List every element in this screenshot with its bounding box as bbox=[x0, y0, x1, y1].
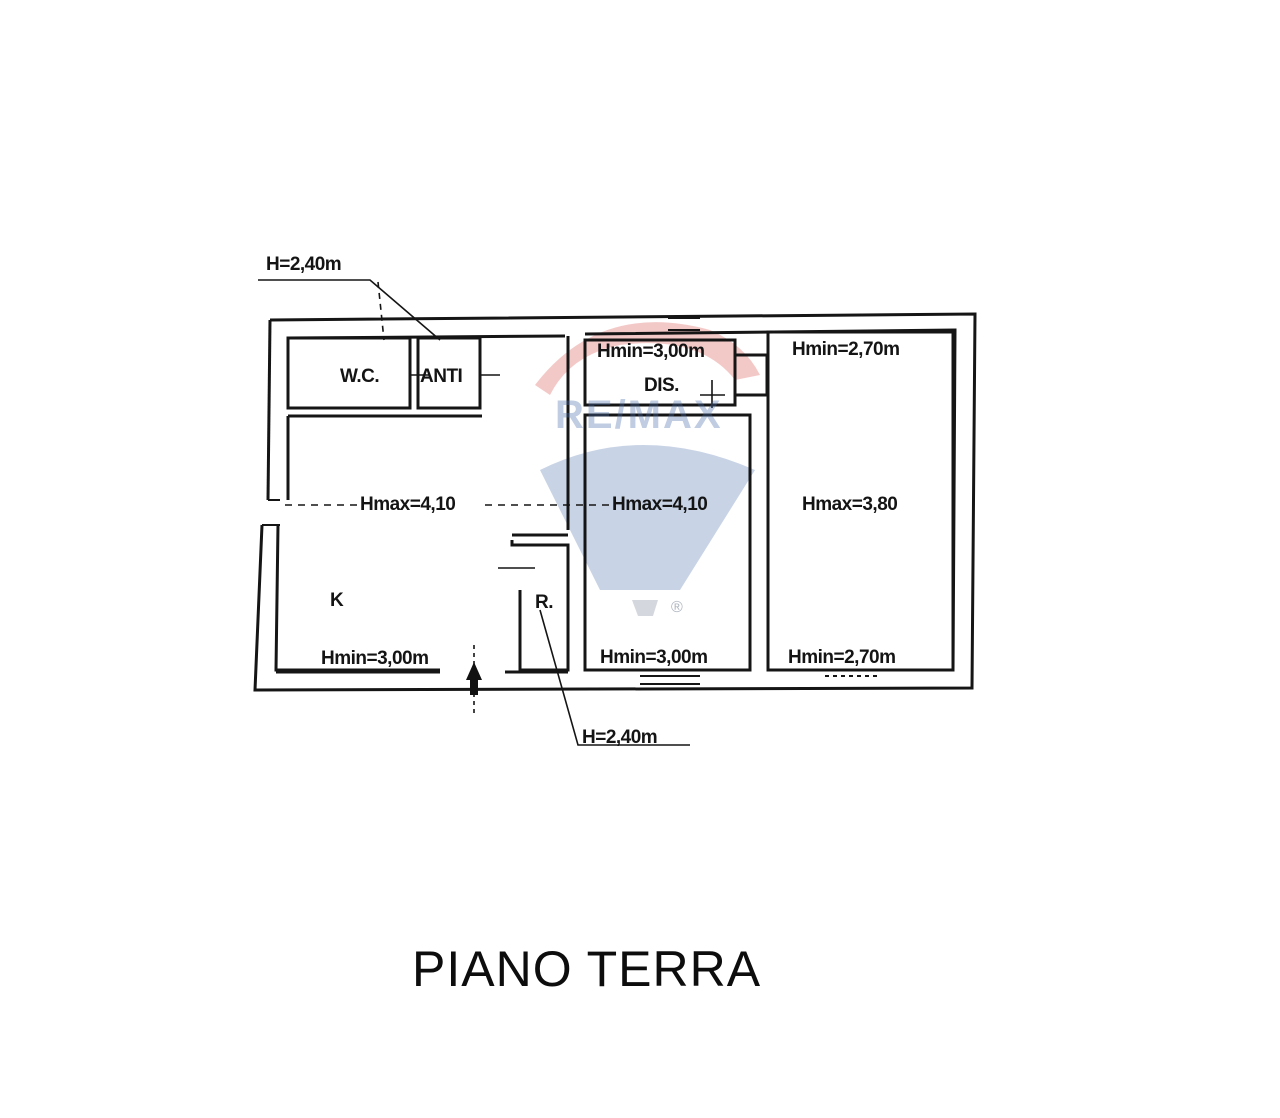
registered-mark: ® bbox=[671, 599, 683, 616]
remax-balloon bbox=[540, 445, 755, 590]
kitchen-hmax-label: Hmax=4,10 bbox=[360, 494, 456, 515]
storage-room bbox=[510, 540, 570, 672]
remax-watermark-text: RE/MAX bbox=[555, 393, 723, 437]
dis-hmin-label: Hmin=3,00m bbox=[597, 341, 705, 362]
wc-label: W.C. bbox=[340, 366, 380, 387]
floor-title: PIANO TERRA bbox=[412, 941, 762, 997]
leader-line-top bbox=[258, 279, 441, 341]
middle-room bbox=[583, 413, 752, 672]
kitchen-label: K bbox=[330, 590, 344, 611]
middle-room-hmin-label: Hmin=3,00m bbox=[600, 647, 708, 668]
height-annotation-bottom: H=2,40m bbox=[582, 727, 658, 748]
dis-label: DIS. bbox=[644, 375, 679, 396]
right-room bbox=[766, 330, 955, 672]
leader-line-bottom bbox=[539, 609, 690, 746]
right-room-hmin-top: Hmin=2,70m bbox=[792, 339, 900, 360]
anti-label: ANTI bbox=[420, 366, 463, 387]
anti-room bbox=[416, 336, 482, 410]
outer-wall-left-top bbox=[266, 319, 272, 501]
storage-label: R. bbox=[535, 592, 554, 613]
middle-room-hmax-label: Hmax=4,10 bbox=[612, 494, 708, 515]
kitchen-hmin-label: Hmin=3,00m bbox=[321, 648, 429, 669]
right-room-hmin-label: Hmin=2,70m bbox=[788, 647, 896, 668]
height-annotation-top: H=2,40m bbox=[266, 254, 342, 275]
wc-room bbox=[286, 336, 412, 410]
outer-wall bbox=[253, 312, 977, 692]
right-room-hmax-label: Hmax=3,80 bbox=[802, 494, 898, 515]
entrance-arrow-icon bbox=[466, 662, 482, 695]
remax-basket bbox=[632, 600, 658, 616]
